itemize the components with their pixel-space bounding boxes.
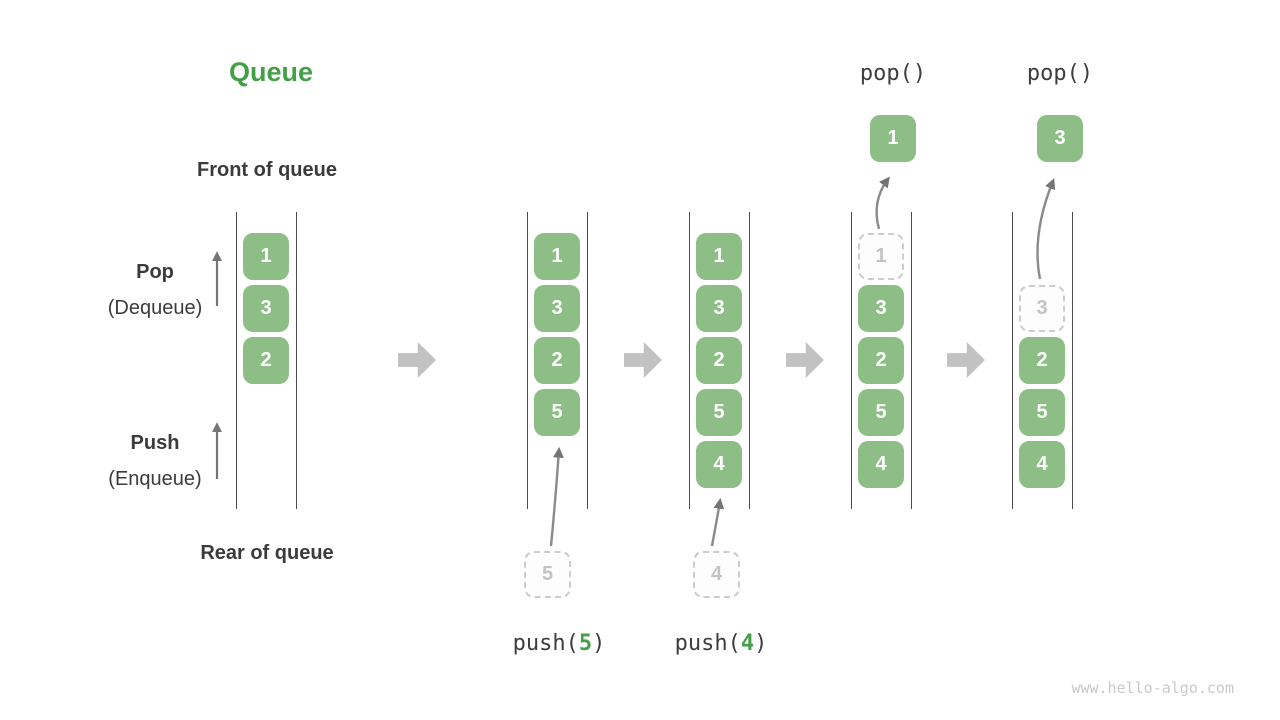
queue-cell: 1 xyxy=(696,233,742,280)
staged-value-box: 5 xyxy=(524,551,571,598)
queue-cell: 3 xyxy=(534,285,580,332)
queue-cell-removed: 1 xyxy=(858,233,904,280)
popped-value-box: 1 xyxy=(870,115,916,162)
watermark: www.hello-algo.com xyxy=(1071,679,1234,697)
queue-cell: 5 xyxy=(696,389,742,436)
push-call-prefix: push( xyxy=(512,631,579,656)
popped-value-box: 3 xyxy=(1037,115,1083,162)
queue-cell: 5 xyxy=(1019,389,1065,436)
queue-cell: 2 xyxy=(534,337,580,384)
queue-state-3: 1 3 2 5 4 xyxy=(689,212,750,509)
push-call-label: push(5) xyxy=(479,631,639,656)
queue-cell: 2 xyxy=(243,337,289,384)
queue-cell: 4 xyxy=(696,441,742,488)
pop-call-label: pop() xyxy=(859,61,927,86)
queue-cell: 4 xyxy=(858,441,904,488)
step-right-block-arrow-icon xyxy=(947,342,985,378)
push-call-label: push(4) xyxy=(641,631,801,656)
push-call-suffix: ) xyxy=(592,631,606,656)
rear-of-queue-label: Rear of queue xyxy=(200,542,334,564)
queue-cell: 2 xyxy=(696,337,742,384)
queue-cell: 1 xyxy=(534,233,580,280)
queue-cell: 1 xyxy=(243,233,289,280)
queue-cell: 5 xyxy=(858,389,904,436)
push-call-arg: 4 xyxy=(740,631,755,656)
queue-cell: 4 xyxy=(1019,441,1065,488)
queue-state-5: 3 2 5 4 xyxy=(1012,212,1073,509)
enqueue-sublabel: (Enqueue) xyxy=(108,468,202,490)
push-label: Push xyxy=(130,432,180,454)
push-call-suffix: ) xyxy=(754,631,768,656)
queue-cell: 2 xyxy=(1019,337,1065,384)
queue-cell: 3 xyxy=(696,285,742,332)
dequeue-sublabel: (Dequeue) xyxy=(107,297,203,319)
push-call-prefix: push( xyxy=(674,631,741,656)
queue-cell: 3 xyxy=(858,285,904,332)
step-right-block-arrow-icon xyxy=(786,342,824,378)
push-call-arg: 5 xyxy=(578,631,593,656)
queue-cell: 3 xyxy=(243,285,289,332)
pop-label: Pop xyxy=(136,261,174,283)
queue-state-1: 1 3 2 xyxy=(236,212,297,509)
step-right-block-arrow-icon xyxy=(398,342,436,378)
queue-state-4: 1 3 2 5 4 xyxy=(851,212,912,509)
queue-cell-removed: 3 xyxy=(1019,285,1065,332)
queue-cell: 2 xyxy=(858,337,904,384)
pop-call-label: pop() xyxy=(1026,61,1094,86)
diagram-title: Queue xyxy=(229,57,314,87)
front-of-queue-label: Front of queue xyxy=(197,159,337,181)
staged-value-box: 4 xyxy=(693,551,740,598)
queue-cell: 5 xyxy=(534,389,580,436)
step-right-block-arrow-icon xyxy=(624,342,662,378)
queue-state-2: 1 3 2 5 xyxy=(527,212,588,509)
